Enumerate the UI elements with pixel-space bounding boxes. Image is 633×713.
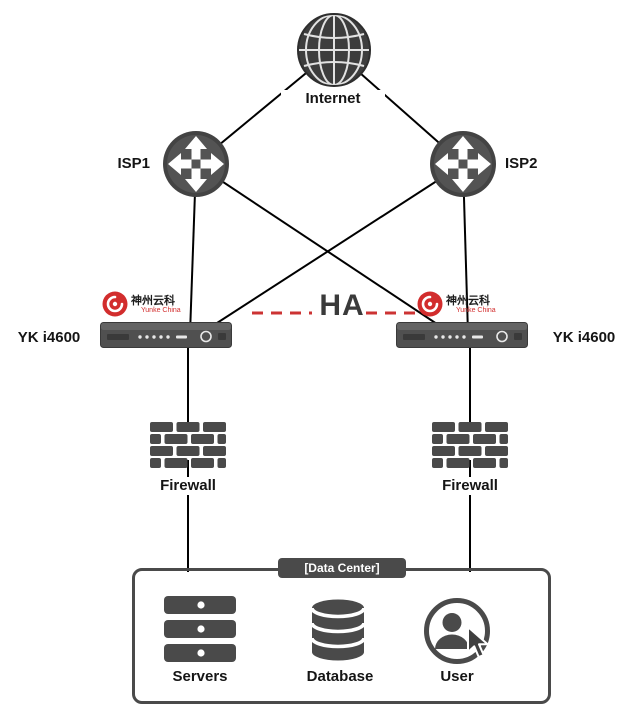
database-node xyxy=(310,598,366,662)
yunke-logo-icon xyxy=(417,291,443,317)
yunke-logo-icon xyxy=(102,291,128,317)
lb-right-label: YK i4600 xyxy=(552,329,616,346)
router-icon xyxy=(163,131,229,197)
vendor-name-cn: 神州云科 xyxy=(446,295,490,307)
datacenter-badge: [Data Center] xyxy=(278,558,406,578)
firewall-brick-icon xyxy=(432,422,508,468)
internet-label: Internet xyxy=(281,90,385,108)
internet-node xyxy=(296,12,372,88)
servers-node xyxy=(164,596,236,662)
firewall-right-label: Firewall xyxy=(428,477,512,495)
isp1-node xyxy=(162,130,230,198)
database-label: Database xyxy=(306,668,374,685)
user-node xyxy=(423,597,491,665)
isp2-node xyxy=(429,130,497,198)
servers-label: Servers xyxy=(172,668,228,685)
router-icon xyxy=(430,131,496,197)
vendor-text: 神州云科 Yunke China xyxy=(446,291,496,315)
server-stack-icon xyxy=(164,596,236,662)
user-label: User xyxy=(440,668,474,685)
isp1-label: ISP1 xyxy=(117,155,150,172)
internet-globe-icon xyxy=(297,13,371,87)
firewall-left-label: Firewall xyxy=(146,477,230,495)
appliance-icon xyxy=(396,322,528,348)
vendor-text: 神州云科 Yunke China xyxy=(131,291,181,315)
ha-label: HA xyxy=(319,289,365,322)
vendor-logo-left: 神州云科 Yunke China xyxy=(102,291,181,321)
database-cylinder-icon xyxy=(310,599,366,661)
lb-left-label: YK i4600 xyxy=(17,329,81,346)
firewall-left-node xyxy=(150,422,226,468)
firewall-brick-icon xyxy=(150,422,226,468)
link-isp2-lb-left xyxy=(199,163,464,335)
vendor-name-en: Yunke China xyxy=(456,307,496,314)
vendor-name-cn: 神州云科 xyxy=(131,295,175,307)
link-isp1-lb-right xyxy=(195,163,453,335)
load-balancer-right-node xyxy=(396,322,528,348)
load-balancer-left-node xyxy=(100,322,232,348)
vendor-name-en: Yunke China xyxy=(141,307,181,314)
appliance-icon xyxy=(100,322,232,348)
vendor-logo-right: 神州云科 Yunke China xyxy=(417,291,496,321)
firewall-right-node xyxy=(432,422,508,468)
user-pointer-icon xyxy=(424,598,490,664)
isp2-label: ISP2 xyxy=(505,155,538,172)
